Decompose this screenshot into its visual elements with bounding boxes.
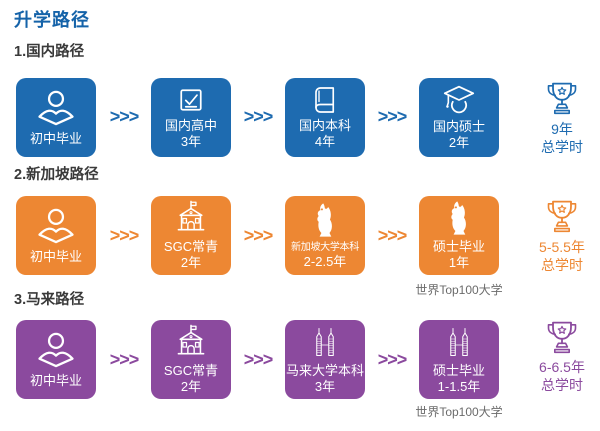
trophy-icon bbox=[544, 197, 580, 235]
step-label-line: 硕士毕业 bbox=[432, 363, 485, 378]
merlion-icon bbox=[314, 202, 336, 238]
twin-towers-icon bbox=[310, 324, 340, 360]
total-years: 9年 bbox=[551, 121, 573, 137]
arrow: >>> bbox=[109, 225, 140, 246]
school-icon bbox=[173, 324, 209, 360]
gradcap-icon bbox=[441, 84, 477, 116]
top100-note: 世界Top100大学 bbox=[415, 405, 503, 419]
arrow: >>> bbox=[243, 225, 274, 246]
step-label-line: 初中毕业 bbox=[29, 131, 82, 146]
step-box: 初中毕业 bbox=[16, 78, 96, 157]
step-duration-line: 2-2.5年 bbox=[303, 253, 347, 269]
step-label-line: SGC常青 bbox=[163, 363, 219, 378]
step-label-line: 国内硕士 bbox=[432, 119, 485, 134]
step-label-line: 马来大学本科 bbox=[285, 363, 364, 378]
total-years: 6-6.5年 bbox=[539, 359, 585, 375]
merlion-icon bbox=[448, 200, 470, 236]
arrow: >>> bbox=[377, 225, 408, 246]
step-duration-line: 3年 bbox=[314, 379, 336, 394]
arrow: >>> bbox=[109, 349, 140, 370]
person-icon bbox=[35, 88, 77, 128]
arrow: >>> bbox=[243, 106, 274, 127]
person-icon bbox=[35, 206, 77, 246]
step-label-line: SGC常青 bbox=[163, 239, 219, 254]
step-box: SGC常青 2年 bbox=[151, 320, 231, 399]
step-duration-line: 1年 bbox=[448, 255, 470, 270]
step-label-line: 国内高中 bbox=[164, 118, 217, 133]
step-duration-line: 2年 bbox=[180, 255, 202, 270]
step-box: 硕士毕业 1-1.5年 bbox=[419, 320, 499, 399]
row-label: 1.国内路径 bbox=[14, 44, 85, 60]
step-label-line: 新加坡大学本科 bbox=[291, 241, 359, 253]
arrow: >>> bbox=[109, 106, 140, 127]
step-box: 初中毕业 bbox=[16, 196, 96, 275]
total-label: 总学时 bbox=[541, 377, 583, 393]
trophy-icon bbox=[544, 79, 580, 117]
page-title: 升学路径 bbox=[14, 10, 90, 30]
total-duration: 6-6.5年 总学时 bbox=[517, 358, 600, 394]
arrow: >>> bbox=[377, 349, 408, 370]
school-icon bbox=[173, 200, 209, 236]
trophy-icon bbox=[544, 318, 580, 356]
step-duration-line: 1-1.5年 bbox=[437, 379, 481, 394]
total-duration: 9年 总学时 bbox=[517, 120, 600, 156]
step-box: 马来大学本科 3年 bbox=[285, 320, 365, 399]
step-label-line: 国内本科 bbox=[298, 118, 351, 133]
person-icon bbox=[35, 330, 77, 370]
step-box: 国内本科 4年 bbox=[285, 78, 365, 157]
row-label: 3.马来路径 bbox=[14, 292, 85, 308]
step-duration-line: 3年 bbox=[180, 134, 202, 149]
step-duration-line: 2年 bbox=[180, 379, 202, 394]
total-years: 5-5.5年 bbox=[539, 239, 585, 255]
top100-note: 世界Top100大学 bbox=[415, 283, 503, 297]
step-label-line: 硕士毕业 bbox=[432, 239, 485, 254]
step-duration-line: 4年 bbox=[314, 134, 336, 149]
twin-towers-icon bbox=[444, 324, 474, 360]
row-label: 2.新加坡路径 bbox=[14, 167, 99, 183]
step-box: SGC常青 2年 bbox=[151, 196, 231, 275]
step-label-line: 初中毕业 bbox=[29, 249, 82, 264]
step-box: 国内高中 3年 bbox=[151, 78, 231, 157]
step-box: 国内硕士 2年 bbox=[419, 78, 499, 157]
step-duration-line: 2年 bbox=[448, 135, 470, 150]
arrow: >>> bbox=[377, 106, 408, 127]
step-box: 新加坡大学本科 2-2.5年 bbox=[285, 196, 365, 275]
step-label-line: 初中毕业 bbox=[29, 373, 82, 388]
total-label: 总学时 bbox=[541, 257, 583, 273]
total-label: 总学时 bbox=[541, 139, 583, 155]
arrow: >>> bbox=[243, 349, 274, 370]
step-box: 硕士毕业 1年 bbox=[419, 196, 499, 275]
total-duration: 5-5.5年 总学时 bbox=[517, 238, 600, 274]
book-icon bbox=[310, 85, 340, 115]
step-box: 初中毕业 bbox=[16, 320, 96, 399]
checkbox-icon bbox=[176, 85, 206, 115]
